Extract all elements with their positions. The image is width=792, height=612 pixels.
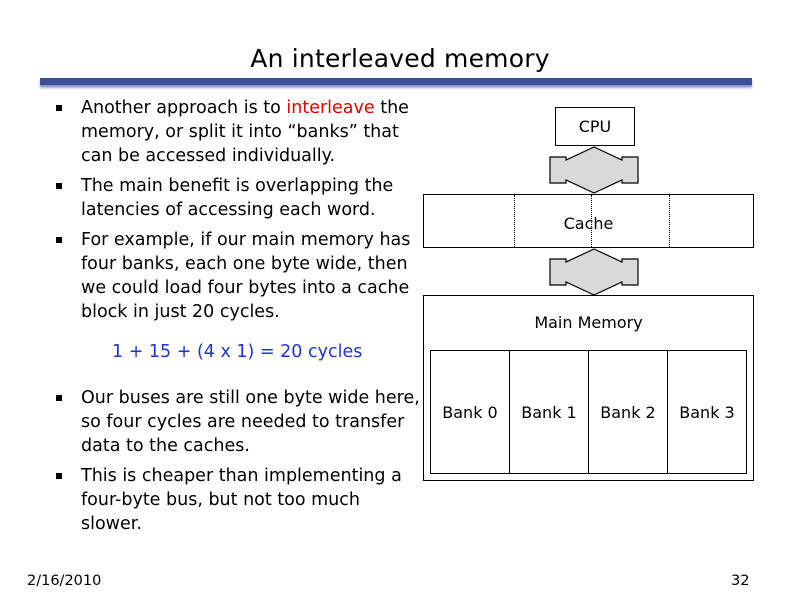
cache-block-divider	[591, 195, 592, 247]
bullet-text: For example, if our main memory has four…	[81, 230, 411, 322]
memory-banks: Bank 0 Bank 1 Bank 2 Bank 3	[430, 350, 747, 474]
cycle-formula: 1 + 15 + (4 x 1) = 20 cycles	[112, 342, 363, 362]
main-memory-label: Main Memory	[534, 313, 643, 332]
bank-label: Bank 0	[442, 402, 498, 422]
title-underline	[40, 78, 752, 86]
bullet-square-icon	[56, 395, 62, 401]
cpu-cache-bus-arrow-icon	[549, 146, 639, 194]
cache-block-divider	[669, 195, 670, 247]
bullet-item: This is cheaper than implementing a four…	[50, 464, 420, 536]
bullet-item: Our buses are still one byte wide here, …	[50, 386, 420, 458]
bullet-text: Our buses are still one byte wide here, …	[81, 388, 420, 456]
bullet-list-top: Another approach is to interleave the me…	[50, 96, 420, 330]
bullet-square-icon	[56, 105, 62, 111]
cache-memory-bus-arrow-icon	[549, 248, 639, 296]
cache-block-divider	[514, 195, 515, 247]
main-memory-box: Main Memory Bank 0 Bank 1 Bank 2 Bank 3	[423, 295, 754, 481]
cpu-label: CPU	[578, 117, 612, 136]
memory-bank: Bank 2	[588, 351, 667, 473]
memory-bank: Bank 3	[667, 351, 746, 473]
cache-label: Cache	[563, 214, 614, 233]
cpu-box: CPU	[555, 107, 635, 146]
bank-label: Bank 2	[600, 402, 656, 422]
memory-bank: Bank 0	[431, 351, 509, 473]
footer-date: 2/16/2010	[27, 573, 102, 589]
bullet-text: The main benefit is overlapping the late…	[81, 176, 394, 220]
bullet-list-bottom: Our buses are still one byte wide here, …	[50, 386, 420, 542]
bullet-square-icon	[56, 183, 62, 189]
cache-box: Cache	[423, 194, 754, 248]
bullet-text-continued: the memory, or split it into “banks” tha…	[81, 98, 409, 166]
slide-title: An interleaved memory	[250, 44, 550, 73]
bullet-square-icon	[56, 473, 62, 479]
bullet-text: This is cheaper than implementing a four…	[81, 466, 402, 534]
bullet-item: Another approach is to interleave the me…	[50, 96, 420, 168]
page-number: 32	[731, 573, 750, 589]
bank-label: Bank 3	[679, 402, 735, 422]
memory-bank: Bank 1	[509, 351, 588, 473]
bullet-text: Another approach is to	[81, 98, 287, 118]
bullet-square-icon	[56, 237, 62, 243]
highlight-word: interleave	[286, 98, 375, 118]
bullet-item: For example, if our main memory has four…	[50, 228, 420, 324]
bank-label: Bank 1	[521, 402, 577, 422]
bullet-item: The main benefit is overlapping the late…	[50, 174, 420, 222]
